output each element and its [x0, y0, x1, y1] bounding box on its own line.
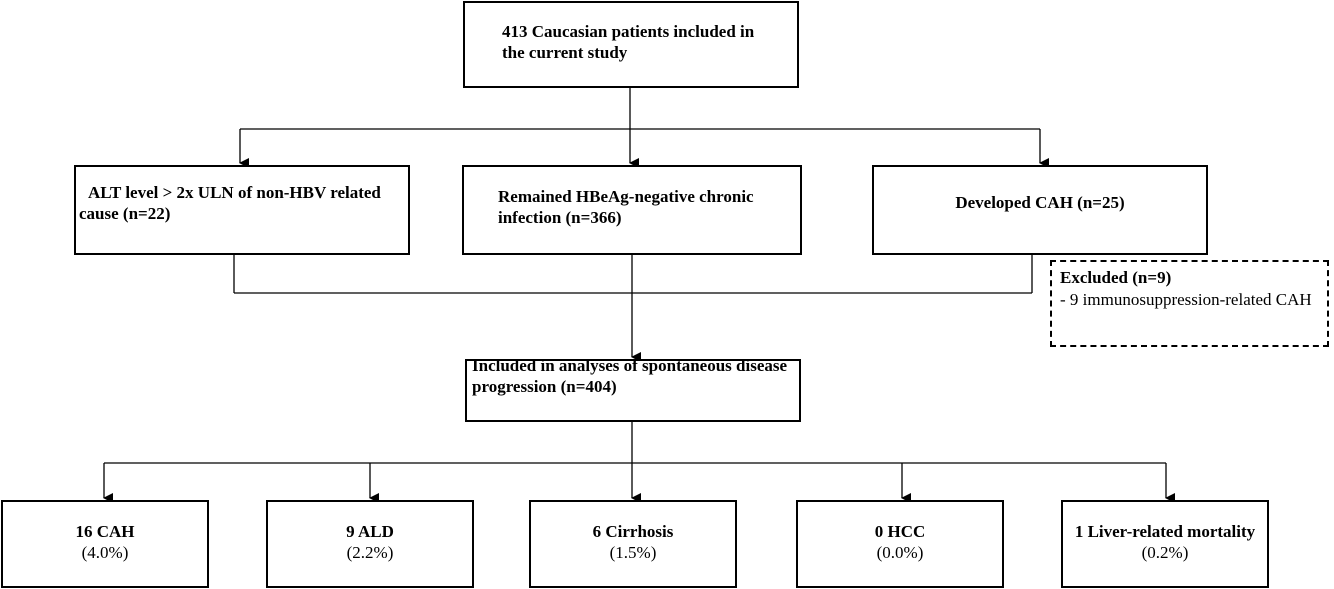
outcome-mortality-label: 1 Liver-related mortality [1074, 522, 1256, 541]
alt-elevation-line2: cause (n=22) [79, 204, 171, 223]
box-outcome-cirrhosis [529, 500, 737, 588]
box-excluded [1050, 260, 1329, 347]
box-alt-elevation [74, 165, 410, 255]
alt-elevation-line1: ALT level > 2x ULN of non-HBV related [88, 183, 381, 202]
excluded-title: Excluded (n=9) [1060, 268, 1172, 287]
box-outcome-ald [266, 500, 474, 588]
outcome-hcc-pct: (0.0%) [876, 543, 924, 562]
outcome-hcc-label: 0 HCC [874, 522, 926, 541]
outcome-ald-pct: (2.2%) [346, 543, 394, 562]
box-outcome-hcc [796, 500, 1004, 588]
outcome-cirrhosis-label: 6 Cirrhosis [592, 522, 674, 541]
remained-line2: infection (n=366) [498, 208, 622, 227]
box-included-analyses [465, 359, 801, 422]
box-developed-cah [872, 165, 1208, 255]
box-remained-hbeag-negative [462, 165, 802, 255]
outcome-cah-pct: (4.0%) [81, 543, 129, 562]
remained-line1: Remained HBeAg-negative chronic [498, 187, 754, 206]
box-outcome-cah [1, 500, 209, 588]
total-patients-line1: 413 Caucasian patients included in [502, 22, 755, 41]
excluded-detail: - 9 immunosuppression-related CAH [1060, 290, 1312, 309]
included-line1: Included in analyses of spontaneous dise… [472, 356, 788, 375]
included-line2: progression (n=404) [472, 377, 617, 396]
outcome-ald-label: 9 ALD [346, 522, 394, 541]
outcome-cah-label: 16 CAH [75, 522, 135, 541]
outcome-mortality-pct: (0.2%) [1141, 543, 1189, 562]
box-outcome-liver-mortality [1061, 500, 1269, 588]
box-total-patients [463, 1, 799, 88]
outcome-cirrhosis-pct: (1.5%) [609, 543, 657, 562]
total-patients-line2: the current study [502, 43, 628, 62]
developed-cah-label: Developed CAH (n=25) [955, 193, 1125, 212]
